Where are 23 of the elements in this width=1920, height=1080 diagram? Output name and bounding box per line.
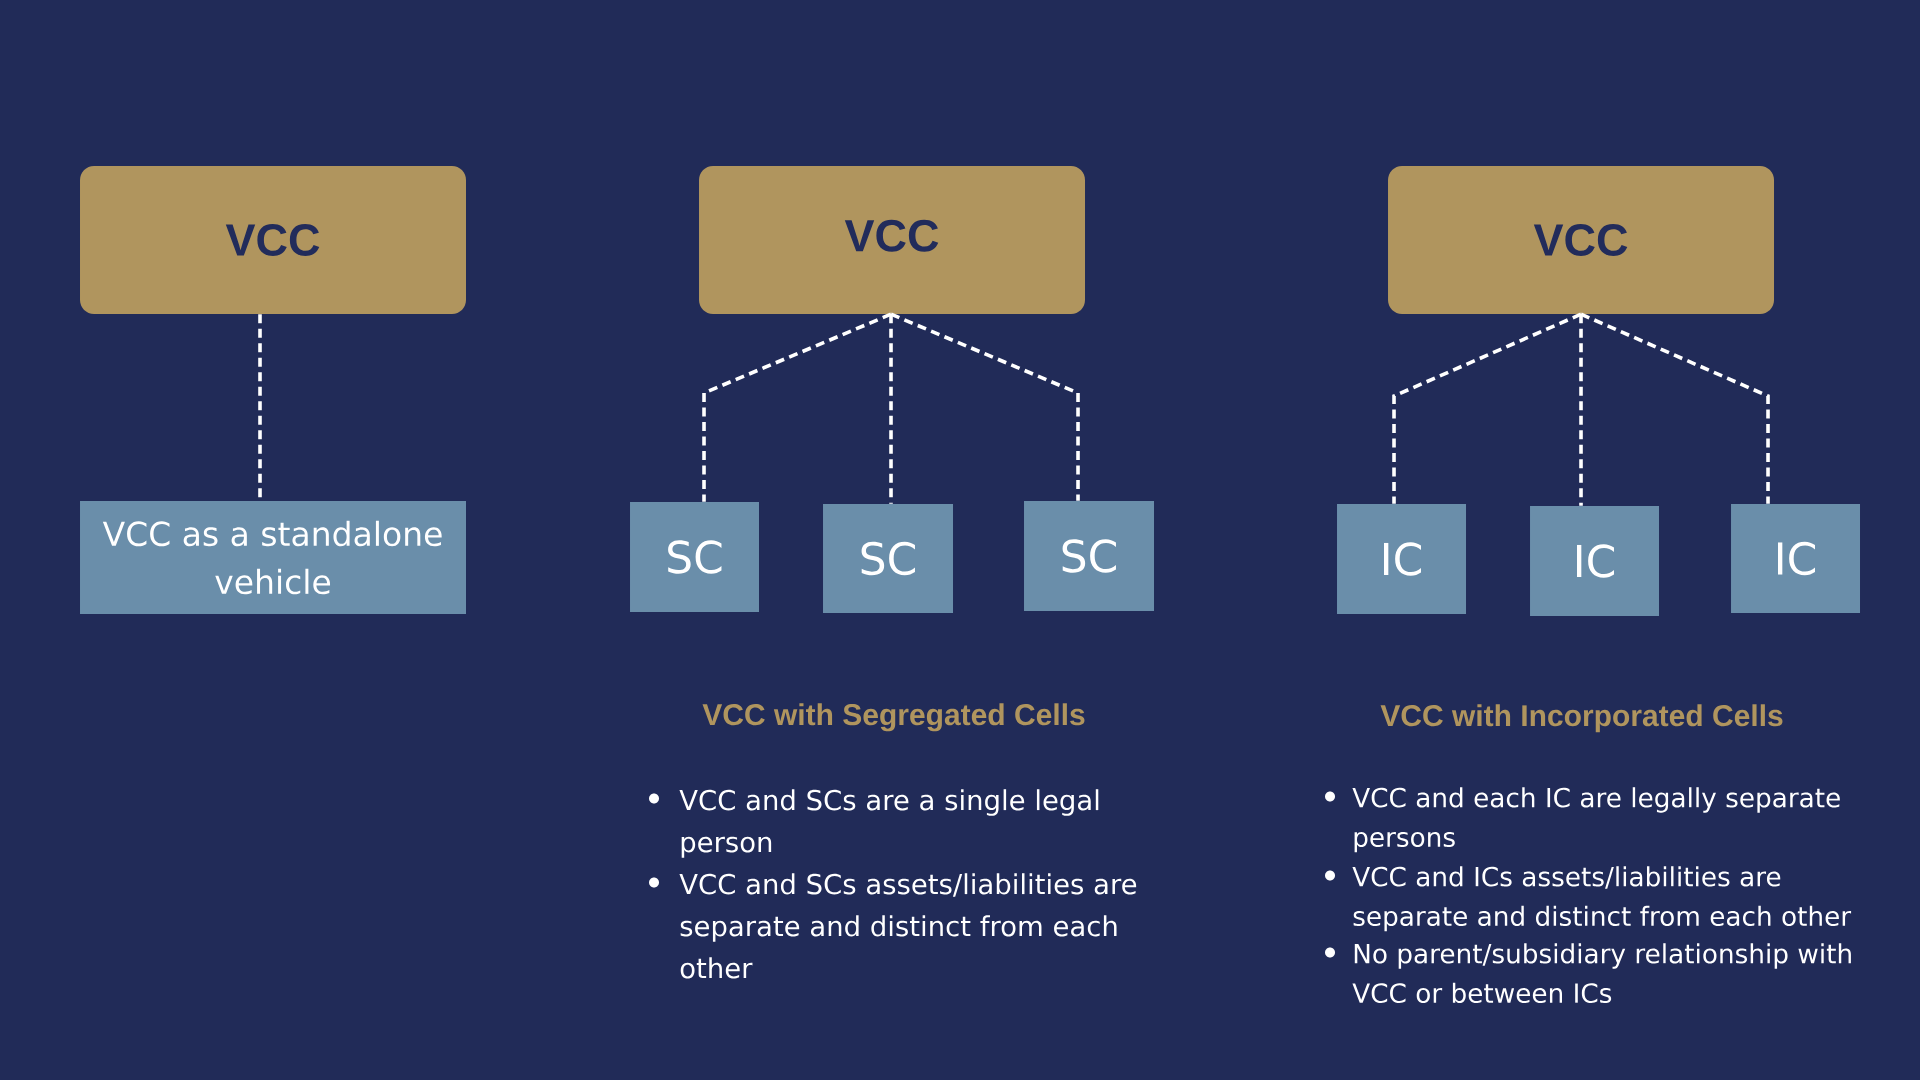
cell-box: IC — [1530, 506, 1659, 616]
cell-box: SC — [630, 502, 759, 612]
connector-line — [1392, 312, 1582, 504]
bullet-text: VCC and ICs assets/liabilities are separate and distinct from each other — [1352, 866, 1852, 932]
column-heading: VCC with Segregated Cells — [702, 703, 1085, 732]
bullet-text: No parent/subsidiary relationship with VCC or between ICs — [1352, 943, 1851, 1004]
bullet-text: VCC and SCs are a single legal person — [679, 789, 1099, 858]
cell-box: IC — [1731, 504, 1860, 613]
connector-line — [889, 314, 893, 504]
entity-box: VCC — [1388, 166, 1774, 314]
connector-line — [1580, 312, 1770, 504]
cell-box: SC — [1024, 501, 1154, 611]
cell-box: IC — [1337, 504, 1466, 614]
connector-line — [1579, 314, 1583, 506]
entity-box: VCC — [699, 166, 1085, 314]
bullet-text: VCC and each IC are legally separate persons — [1352, 787, 1840, 853]
bullet-text: VCC and SCs assets/liabilities are separate and distinct from each other — [679, 873, 1137, 979]
cell-box: VCC as a standalone vehicle — [80, 501, 466, 614]
column-heading: VCC with Incorporated Cells — [1380, 704, 1783, 733]
connector-line — [890, 312, 1080, 501]
connector-line — [702, 312, 892, 502]
entity-box: VCC — [80, 166, 466, 314]
cell-box: SC — [823, 504, 953, 613]
